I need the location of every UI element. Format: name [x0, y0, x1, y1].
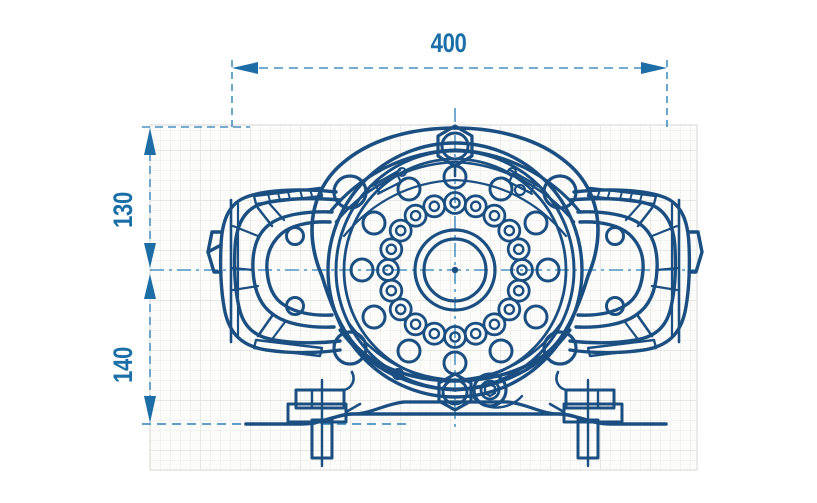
right-housing [568, 186, 704, 358]
bolt-hole [285, 296, 305, 316]
bolt-hole [535, 257, 561, 283]
bearing-ball [403, 312, 428, 337]
corner-boss-hole [332, 174, 368, 210]
mount-bolt-right [548, 370, 624, 468]
gearbox-housing-drawing [206, 124, 704, 468]
bearing-ball [497, 218, 522, 243]
oil-port [472, 372, 524, 409]
corner-boss-hole [542, 330, 578, 366]
mount-bolt-left [286, 370, 362, 468]
bearing-ball-ring [376, 191, 534, 349]
bearing-ball [463, 194, 488, 219]
left-housing [206, 186, 342, 358]
bearing-ball [482, 312, 507, 337]
bolt-hole [349, 257, 375, 283]
dimension-upper-height [142, 126, 250, 268]
bolt-hole [361, 210, 387, 236]
dimension-lower-height [142, 274, 410, 425]
hex-boss-bottom [437, 372, 473, 412]
bolt-hole [442, 350, 468, 376]
hub-inner-circle [422, 237, 488, 303]
bolt-hole [488, 176, 514, 202]
dimension-overall-width [231, 60, 668, 128]
bolt-hole [523, 304, 549, 330]
bearing-ball [422, 194, 447, 219]
bearing-ball [379, 237, 404, 262]
bolt-circle [349, 164, 561, 376]
bolt-hole [442, 164, 468, 190]
dimension-label-width: 400 [431, 29, 467, 59]
bolt-hole [396, 176, 422, 202]
bolt-hole [361, 304, 387, 330]
center-point [451, 266, 459, 274]
bolt-hole [285, 226, 305, 246]
bearing-ball [506, 278, 531, 303]
bearing-ball [403, 203, 428, 228]
corner-boss-hole [332, 330, 368, 366]
corner-boss-hole [542, 174, 578, 210]
bearing-ball [422, 321, 447, 346]
bearing-ball [388, 218, 413, 243]
bolt-hole [396, 338, 422, 364]
bolt-hole [605, 226, 625, 246]
corner-bolt-bosses [332, 174, 578, 366]
dimension-label-lower-height: 140 [109, 347, 139, 383]
inner-hub [413, 228, 497, 312]
dimension-label-upper-height: 130 [109, 192, 139, 228]
hub-outer-circle [413, 228, 497, 312]
flange-ring-outer [326, 141, 584, 399]
bearing-ball [497, 297, 522, 322]
bolt-hole [523, 210, 549, 236]
bolt-hole [605, 296, 625, 316]
bearing-ball [482, 203, 507, 228]
bolt-hole [488, 338, 514, 364]
background-grid [149, 124, 698, 471]
bearing-ball [388, 297, 413, 322]
